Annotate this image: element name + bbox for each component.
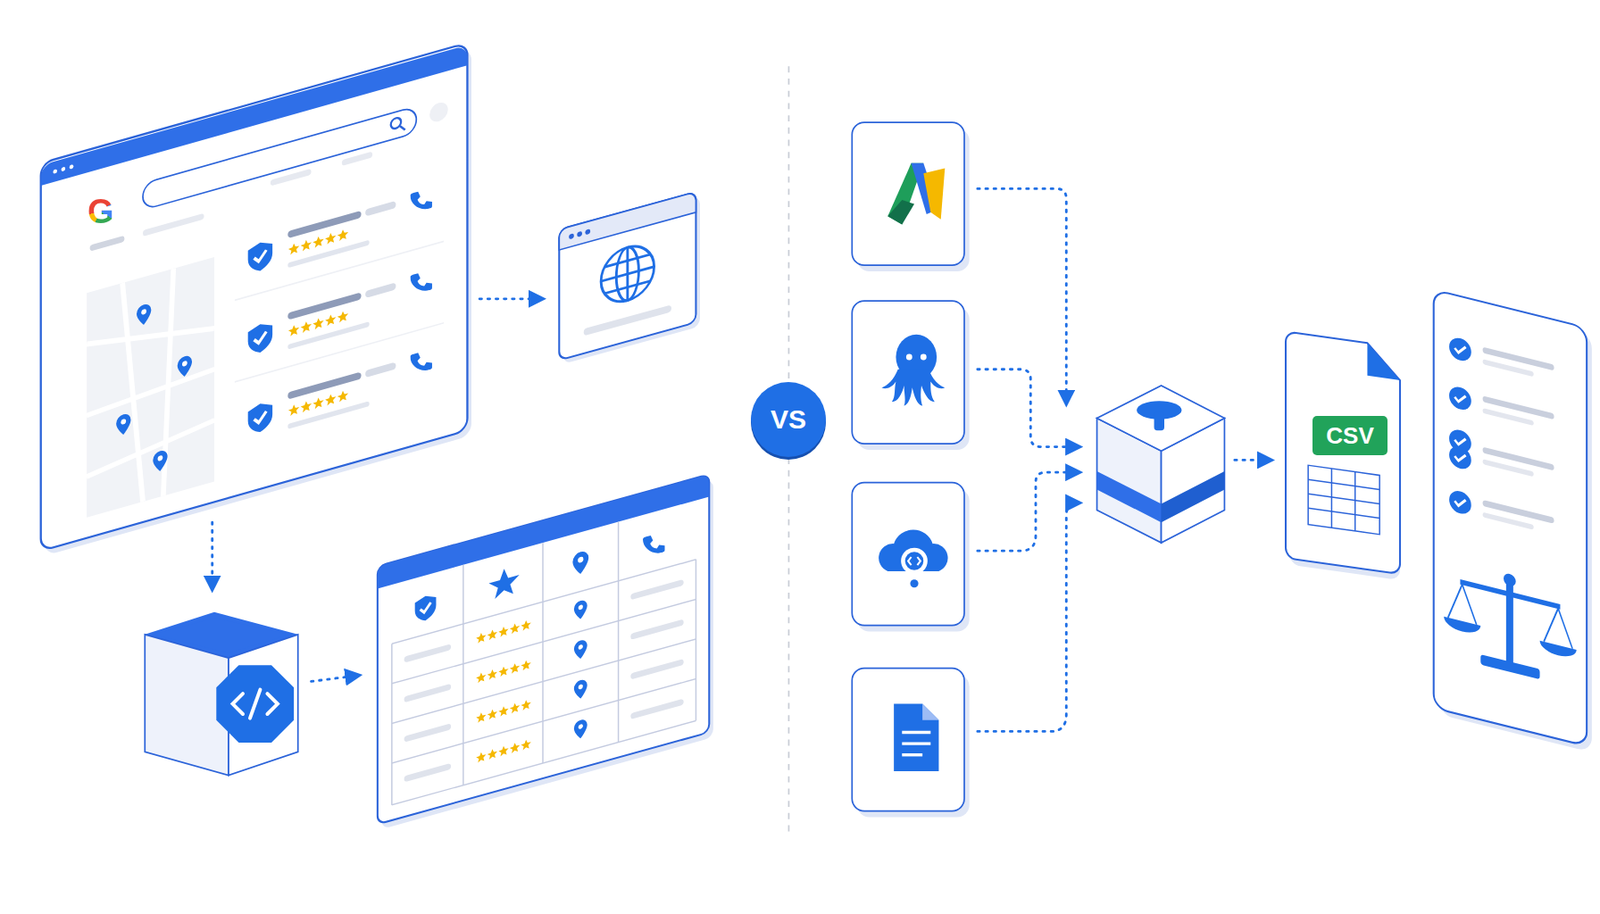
vs-circle: VS xyxy=(750,382,826,458)
csv-badge: CSV xyxy=(1312,416,1388,456)
google-logo-letter: G xyxy=(87,192,115,232)
vs-circle-text: VS xyxy=(770,404,807,435)
csv-badge-text: CSV xyxy=(1325,422,1374,450)
